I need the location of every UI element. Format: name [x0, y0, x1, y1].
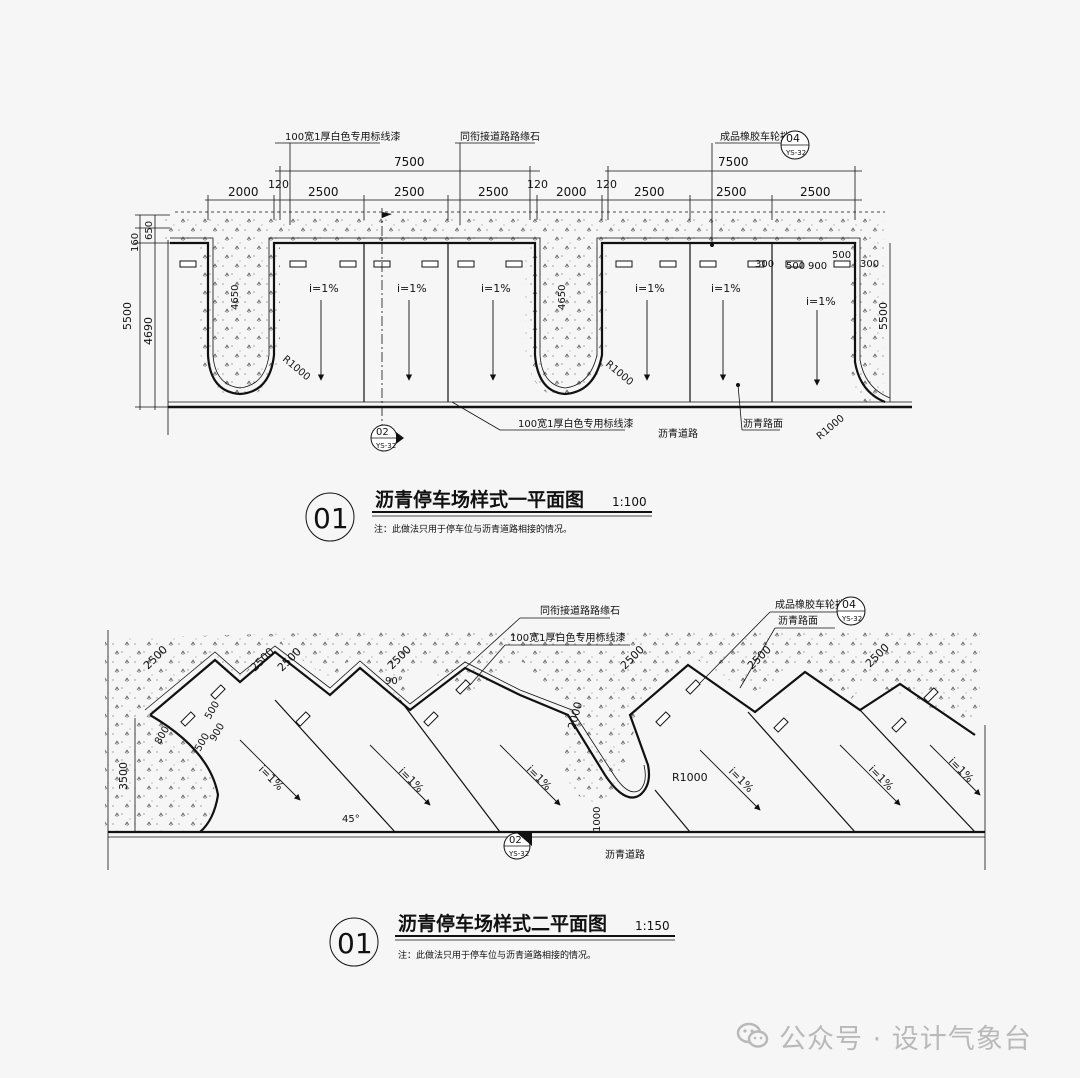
curb-left [170, 241, 886, 404]
planting-area [105, 629, 980, 832]
plan-scale: 1:150 [635, 919, 670, 933]
dim-misc: 4650 [557, 285, 568, 310]
detail-reference[interactable]: 04 YS-32 [780, 130, 810, 160]
wechat-icon [736, 1022, 769, 1048]
dim-span: 7500 [718, 155, 749, 169]
slope-label: i=1% [711, 282, 741, 295]
dim-span: 7500 [394, 155, 425, 169]
dim-left: 650 [144, 221, 155, 240]
plan-two: i=1% i=1% i=1% i=1% i=1% i=1% 2500 2500 … [105, 596, 986, 967]
dim-diagonal: 900 [208, 721, 227, 743]
svg-text:02: 02 [509, 835, 522, 846]
callout-label: 同衔接道路路缘石 [540, 604, 620, 617]
dim-top: 2500 [716, 185, 747, 199]
callout-label: 沥青路面 [778, 614, 818, 627]
plan-note: 注：此做法只用于停车位与沥青道路相接的情况。 [398, 949, 596, 961]
slope-label: i=1% [524, 763, 554, 793]
dim-misc: 4650 [230, 285, 241, 310]
dim-radius: R1000 [672, 771, 708, 784]
dim-angle: 45° [342, 814, 360, 825]
callout-label: 100宽1厚白色专用标线漆 [285, 130, 400, 143]
svg-text:YS-32: YS-32 [785, 149, 806, 157]
callout-label: 100宽1厚白色专用标线漆 [518, 417, 633, 430]
slope-label: i=1% [309, 282, 339, 295]
section-marker[interactable]: 02 YS-32 [370, 208, 404, 452]
dim-top: 2500 [800, 185, 831, 199]
watermark-text: 公众号 · 设计气象台 [779, 1023, 1032, 1055]
dim-right: 5500 [877, 302, 890, 330]
svg-text:04: 04 [842, 598, 856, 611]
dim-diagonal: 500 [203, 699, 222, 721]
callout-label: 100宽1厚白色专用标线漆 [510, 631, 625, 644]
svg-text:YS-32: YS-32 [841, 615, 862, 623]
svg-text:YS-32: YS-32 [375, 442, 396, 450]
dim-misc: R1000 [603, 359, 635, 388]
slope-label: i=1% [397, 282, 427, 295]
dim-top: 2500 [634, 185, 665, 199]
plan-title-block: 01 沥青停车场样式一平面图 1:100 注：此做法只用于停车位与沥青道路相接的… [305, 488, 652, 542]
dim-top: 120 [268, 178, 289, 191]
svg-text:02: 02 [376, 427, 389, 438]
callout-label: 成品橡胶车轮挡 [775, 598, 845, 611]
section-marker[interactable]: 02 YS-32 [503, 832, 532, 860]
dim-top: 2500 [394, 185, 425, 199]
dim-left: 5500 [121, 302, 134, 330]
dim-top: 2000 [556, 185, 587, 199]
dim-top: 120 [527, 178, 548, 191]
dim-misc: 500 [786, 261, 805, 272]
plan-note: 注：此做法只用于停车位与沥青道路相接的情况。 [374, 523, 572, 535]
dim-top: 120 [596, 178, 617, 191]
slope-label: i=1% [396, 765, 426, 795]
detail-reference[interactable]: 04 YS-32 [836, 596, 866, 626]
dim-top: 2500 [308, 185, 339, 199]
dim-vertical: 1000 [592, 807, 603, 832]
dim-vertical: 3500 [117, 762, 130, 790]
plan-title-block: 01 沥青停车场样式二平面图 1:150 注：此做法只用于停车位与沥青道路相接的… [329, 912, 675, 967]
slope-label: i=1% [481, 282, 511, 295]
dim-misc: 500 [832, 250, 851, 261]
callout-label: 沥青道路 [605, 848, 645, 861]
callout-label: 沥青路面 [743, 417, 783, 430]
dim-misc: 900 [808, 261, 827, 272]
dim-left: 160 [130, 233, 141, 252]
slope-label: i=1% [256, 763, 286, 793]
drawing-index: 01 [337, 927, 373, 960]
slope-label: i=1% [866, 763, 896, 793]
dim-misc: 300 [860, 259, 879, 270]
dim-top: 2500 [478, 185, 509, 199]
planting-area [165, 215, 885, 402]
plan-title: 沥青停车场样式一平面图 [375, 488, 584, 511]
dim-top: 2000 [228, 185, 259, 199]
dim-misc: R1000 [815, 413, 847, 442]
callout-label: 成品橡胶车轮挡 [720, 130, 790, 143]
drawing-index: 01 [313, 502, 349, 535]
plan-title: 沥青停车场样式二平面图 [398, 912, 607, 935]
watermark: 公众号 · 设计气象台 [735, 1018, 1032, 1055]
plan-scale: 1:100 [612, 495, 647, 509]
slope-label: i=1% [946, 755, 976, 785]
dim-left: 4690 [142, 317, 155, 345]
slope-label: i=1% [635, 282, 665, 295]
slope-label: i=1% [806, 295, 836, 308]
svg-text:YS-32: YS-32 [508, 850, 529, 858]
dim-angle: 90° [385, 676, 403, 687]
dim-misc: R1000 [280, 354, 312, 383]
svg-text:04: 04 [786, 132, 800, 145]
dim-misc: 300 [755, 259, 774, 270]
plan-one: i=1% i=1% i=1% i=1% i=1% i=1% [121, 130, 912, 542]
callout-label: 沥青道路 [658, 427, 698, 440]
callout-label: 同衔接道路路缘石 [460, 130, 540, 143]
